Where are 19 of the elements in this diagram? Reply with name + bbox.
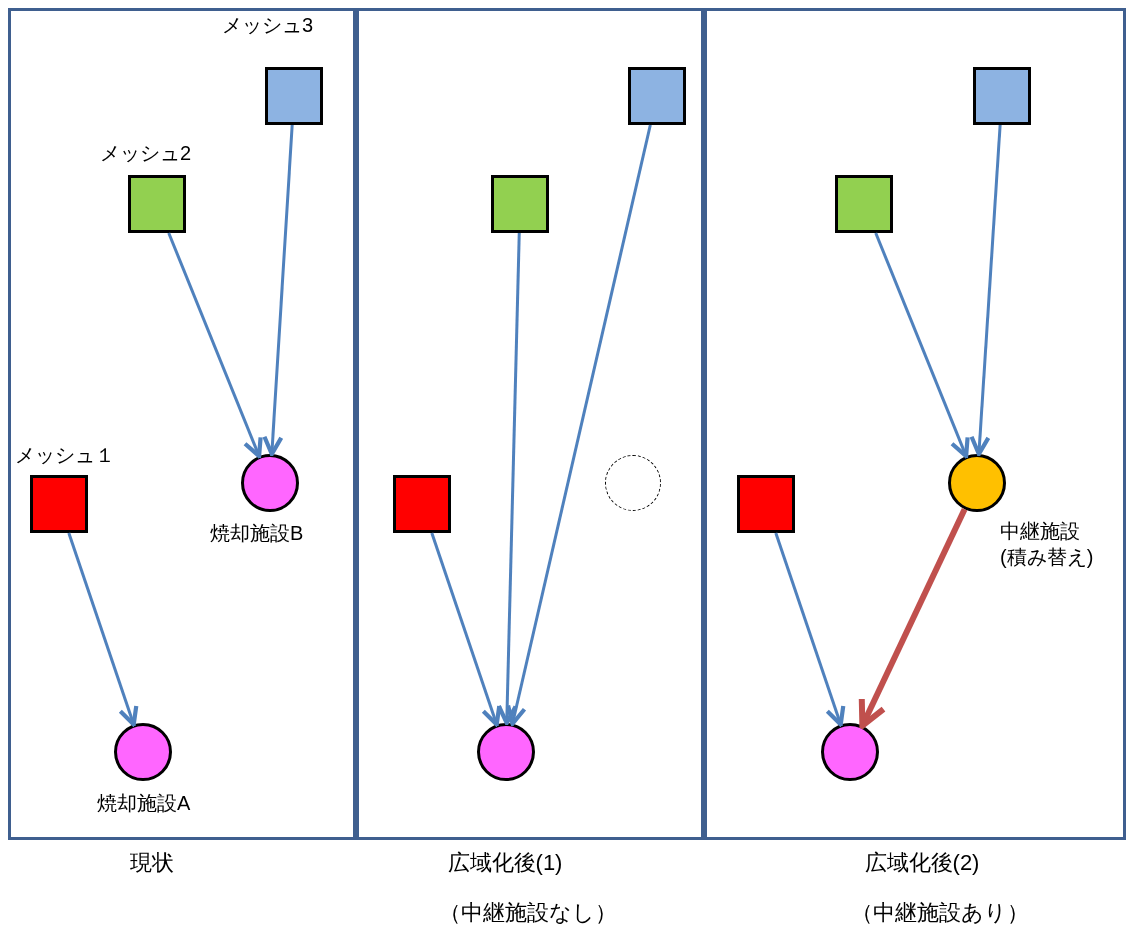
mesh-label: メッシュ3 [222, 13, 314, 38]
panel-caption: 広域化後(1) [447, 849, 563, 877]
facility-label: 焼却施設A [97, 791, 191, 816]
arrow [67, 532, 139, 727]
panel-caption: （中継施設なし） [439, 899, 617, 927]
mesh-label: メッシュ１ [15, 443, 115, 468]
arrow [774, 532, 846, 727]
panel-caption: 現状 [130, 849, 174, 877]
facility-label: (積み替え) [1000, 545, 1094, 570]
mesh-label: メッシュ2 [100, 141, 192, 166]
arrow [506, 124, 652, 726]
facility-label: 中継施設 [1000, 519, 1080, 544]
arrow [858, 507, 968, 729]
arrow [430, 532, 502, 727]
arrow [874, 232, 970, 459]
arrow [167, 232, 263, 459]
facility-label: 焼却施設B [210, 521, 304, 546]
panel-caption: （中継施設あり） [851, 899, 1029, 927]
panel-caption: 広域化後(2) [864, 849, 980, 877]
